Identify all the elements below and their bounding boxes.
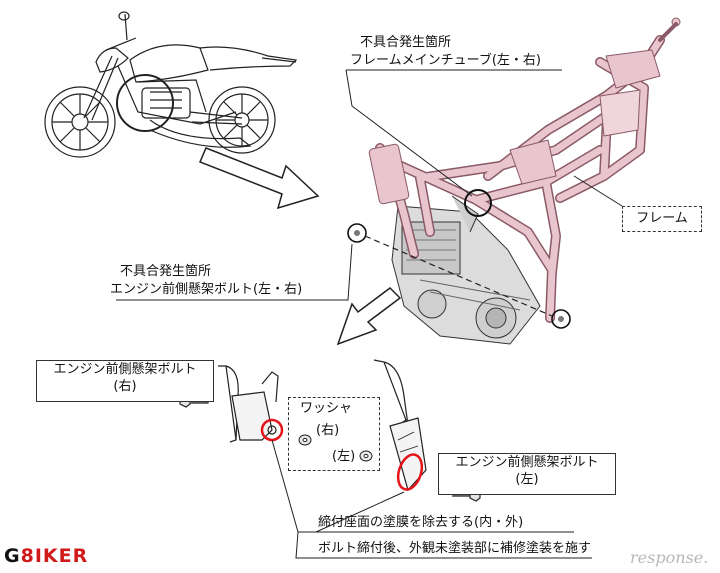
g8iker-watermark: G8IKER — [4, 545, 88, 567]
engine-block — [391, 195, 541, 345]
frame-illustration — [347, 17, 681, 345]
bolt-left-side: (左) — [515, 472, 539, 487]
frame-label: フレーム — [636, 211, 688, 226]
motorcycle-illustration — [44, 11, 298, 158]
response-watermark: response. — [630, 548, 709, 567]
bolt-right-side: (右) — [113, 379, 137, 394]
bolt-left-label: エンジン前側懸架ボルト — [455, 455, 599, 470]
watermark-iker: IKER — [34, 545, 89, 567]
washer-group-box — [288, 397, 380, 471]
washer-parts — [298, 434, 373, 462]
defect-location-tube-heading: 不具合発生箇所 — [360, 35, 452, 50]
instruction-remove-coating: 締付座面の塗膜を除去する(内・外) — [318, 515, 524, 530]
bolt-right-label-box: エンジン前側懸架ボルト (右) — [36, 360, 214, 402]
washer-right-label: (右) — [316, 423, 340, 438]
watermark-g: G — [4, 545, 21, 567]
pointer-arrow-to-frame — [199, 147, 320, 210]
frame-label-box: フレーム — [622, 206, 702, 232]
pointer-arrow-to-detail — [336, 287, 402, 346]
bolt-left-highlight-circle — [347, 223, 367, 243]
bolt-right-label: エンジン前側懸架ボルト — [53, 362, 197, 377]
defect-location-tube-name: フレームメインチューブ(左・右) — [350, 53, 541, 68]
note-leader-lines — [271, 439, 592, 559]
washer-left-label: (左) — [332, 449, 356, 464]
watermark-8: 8 — [20, 545, 35, 567]
frame-tubes — [368, 17, 681, 323]
washer-label: ワッシャ — [300, 401, 353, 416]
bolt-right-highlight-circle — [551, 309, 571, 329]
main-tube-highlight-circle — [464, 189, 492, 217]
leader-lines — [116, 69, 623, 301]
bolt-left-label-box: エンジン前側懸架ボルト (左) — [438, 453, 616, 495]
instruction-touch-up-paint: ボルト締付後、外観未塗装部に補修塗装を施す — [318, 541, 592, 556]
defect-location-bolt-heading: 不具合発生箇所 — [120, 264, 212, 279]
defect-location-bolt-name: エンジン前側懸架ボルト(左・右) — [110, 282, 303, 297]
